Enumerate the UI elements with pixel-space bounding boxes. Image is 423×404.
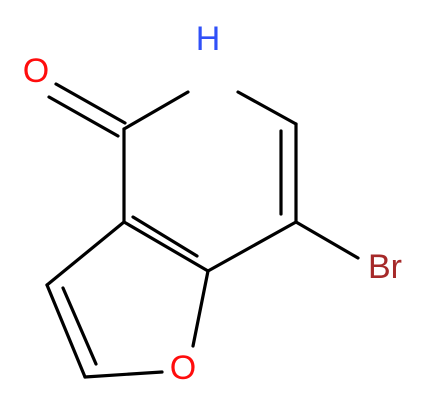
- bromine-label: Br: [368, 248, 402, 286]
- bond-n5-c6: [236, 90, 298, 126]
- bond-c2-o1: [83, 370, 164, 379]
- bond-c7-c7a: [206, 220, 298, 273]
- bond-o1-c7a: [191, 269, 210, 348]
- bond-c3-c2-outer: [45, 283, 87, 379]
- furan-oxygen-label: O: [170, 349, 196, 387]
- bond-c7-br: [294, 220, 360, 260]
- bond-c4-n5: [122, 90, 190, 131]
- bond-c4-o-outer: [54, 82, 127, 125]
- bond-c3-c2-inner: [61, 286, 98, 366]
- ring-nitrogen-hydrogen-label: H: [196, 20, 221, 58]
- bond-c4-o-inner: [47, 95, 120, 138]
- carbonyl-oxygen-label: O: [23, 52, 49, 90]
- bond-c3a-c3: [45, 220, 126, 287]
- bond-c7a-c3a-outer: [122, 220, 210, 273]
- bond-c7a-c3a-inner: [131, 215, 199, 258]
